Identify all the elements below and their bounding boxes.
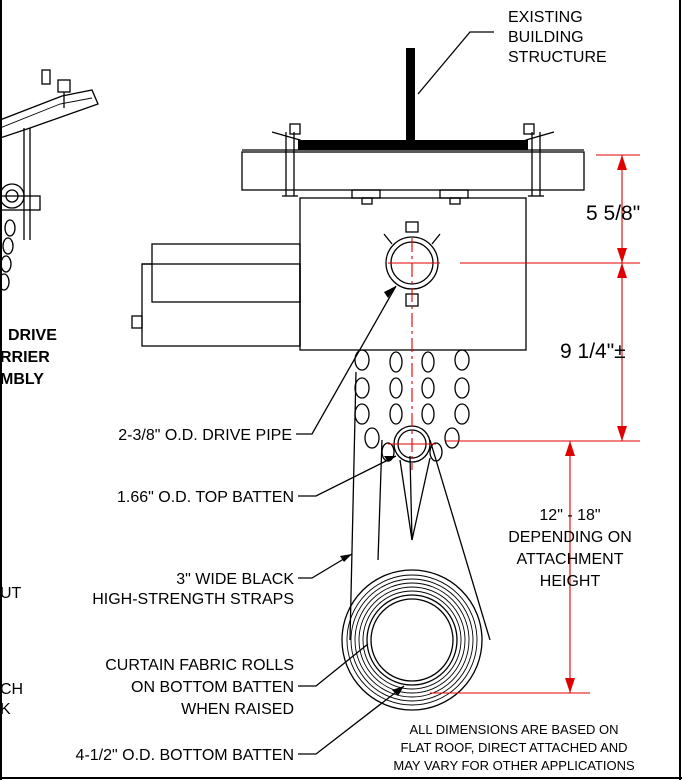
- curtain-label: CURTAIN FABRIC ROLLS ON BOTTOM BATTEN WH…: [105, 657, 294, 718]
- curtain-line-1: CURTAIN FABRIC ROLLS: [105, 657, 294, 674]
- straps-line-2: HIGH-STRENGTH STRAPS: [92, 591, 294, 608]
- curtain-line-3: WHEN RAISED: [181, 701, 294, 718]
- partial-line-1: UT: [0, 585, 22, 602]
- note-line-2: FLAT ROOF, DIRECT ATTACHED AND: [400, 740, 627, 755]
- attachment-dimension-label: 12" - 18" DEPENDING ON ATTACHMENT HEIGHT: [508, 507, 632, 590]
- drive-carrier-line-2: RRIER: [0, 349, 50, 366]
- straps-line-1: 3" WIDE BLACK: [176, 571, 294, 588]
- existing-line-3: STRUCTURE: [508, 49, 607, 66]
- drive-pipe-label: 2-3/8" O.D. DRIVE PIPE: [118, 427, 292, 444]
- dimension-lines: [388, 154, 640, 694]
- bottom-batten-label: 4-1/2" O.D. BOTTOM BATTEN: [76, 747, 294, 764]
- attachment-line-3: ATTACHMENT: [517, 551, 624, 568]
- straps: [349, 371, 491, 641]
- note-line-1: ALL DIMENSIONS ARE BASED ON: [409, 722, 618, 737]
- top-batten-label: 1.66" O.D. TOP BATTEN: [117, 489, 294, 506]
- existing-line-2: BUILDING: [508, 29, 584, 46]
- partial-line-3: K: [0, 701, 11, 718]
- existing-line-1: EXISTING: [508, 9, 583, 26]
- straps-label: 3" WIDE BLACK HIGH-STRENGTH STRAPS: [92, 571, 294, 608]
- attachment-line-4: HEIGHT: [540, 573, 601, 590]
- dimension-middle: 9 1/4"±: [560, 340, 626, 363]
- drive-carrier-label: DRIVE RRIER MBLY: [0, 327, 57, 388]
- leader-lines: [296, 31, 494, 755]
- note-line-3: MAY VARY FOR OTHER APPLICATIONS: [393, 758, 635, 773]
- motor-housing: [131, 197, 527, 351]
- note: ALL DIMENSIONS ARE BASED ON FLAT ROOF, D…: [393, 722, 635, 773]
- drive-carrier-line-3: MBLY: [0, 371, 44, 388]
- curtain-line-2: ON BOTTOM BATTEN: [131, 679, 294, 696]
- drive-carrier-sketch: [0, 69, 99, 291]
- existing-structure-label: EXISTING BUILDING STRUCTURE: [508, 9, 607, 66]
- curtain-roll: [341, 569, 483, 711]
- attachment-line-1: 12" - 18": [539, 507, 600, 524]
- attachment-line-2: DEPENDING ON: [508, 529, 632, 546]
- left-partial-label: UT CH K: [0, 585, 23, 718]
- building-structure: [241, 48, 585, 205]
- chain-links-left: [0, 219, 16, 291]
- dimension-top: 5 5/8": [586, 202, 640, 225]
- partial-line-2: CH: [0, 681, 23, 698]
- drive-carrier-line-1: DRIVE: [8, 327, 57, 344]
